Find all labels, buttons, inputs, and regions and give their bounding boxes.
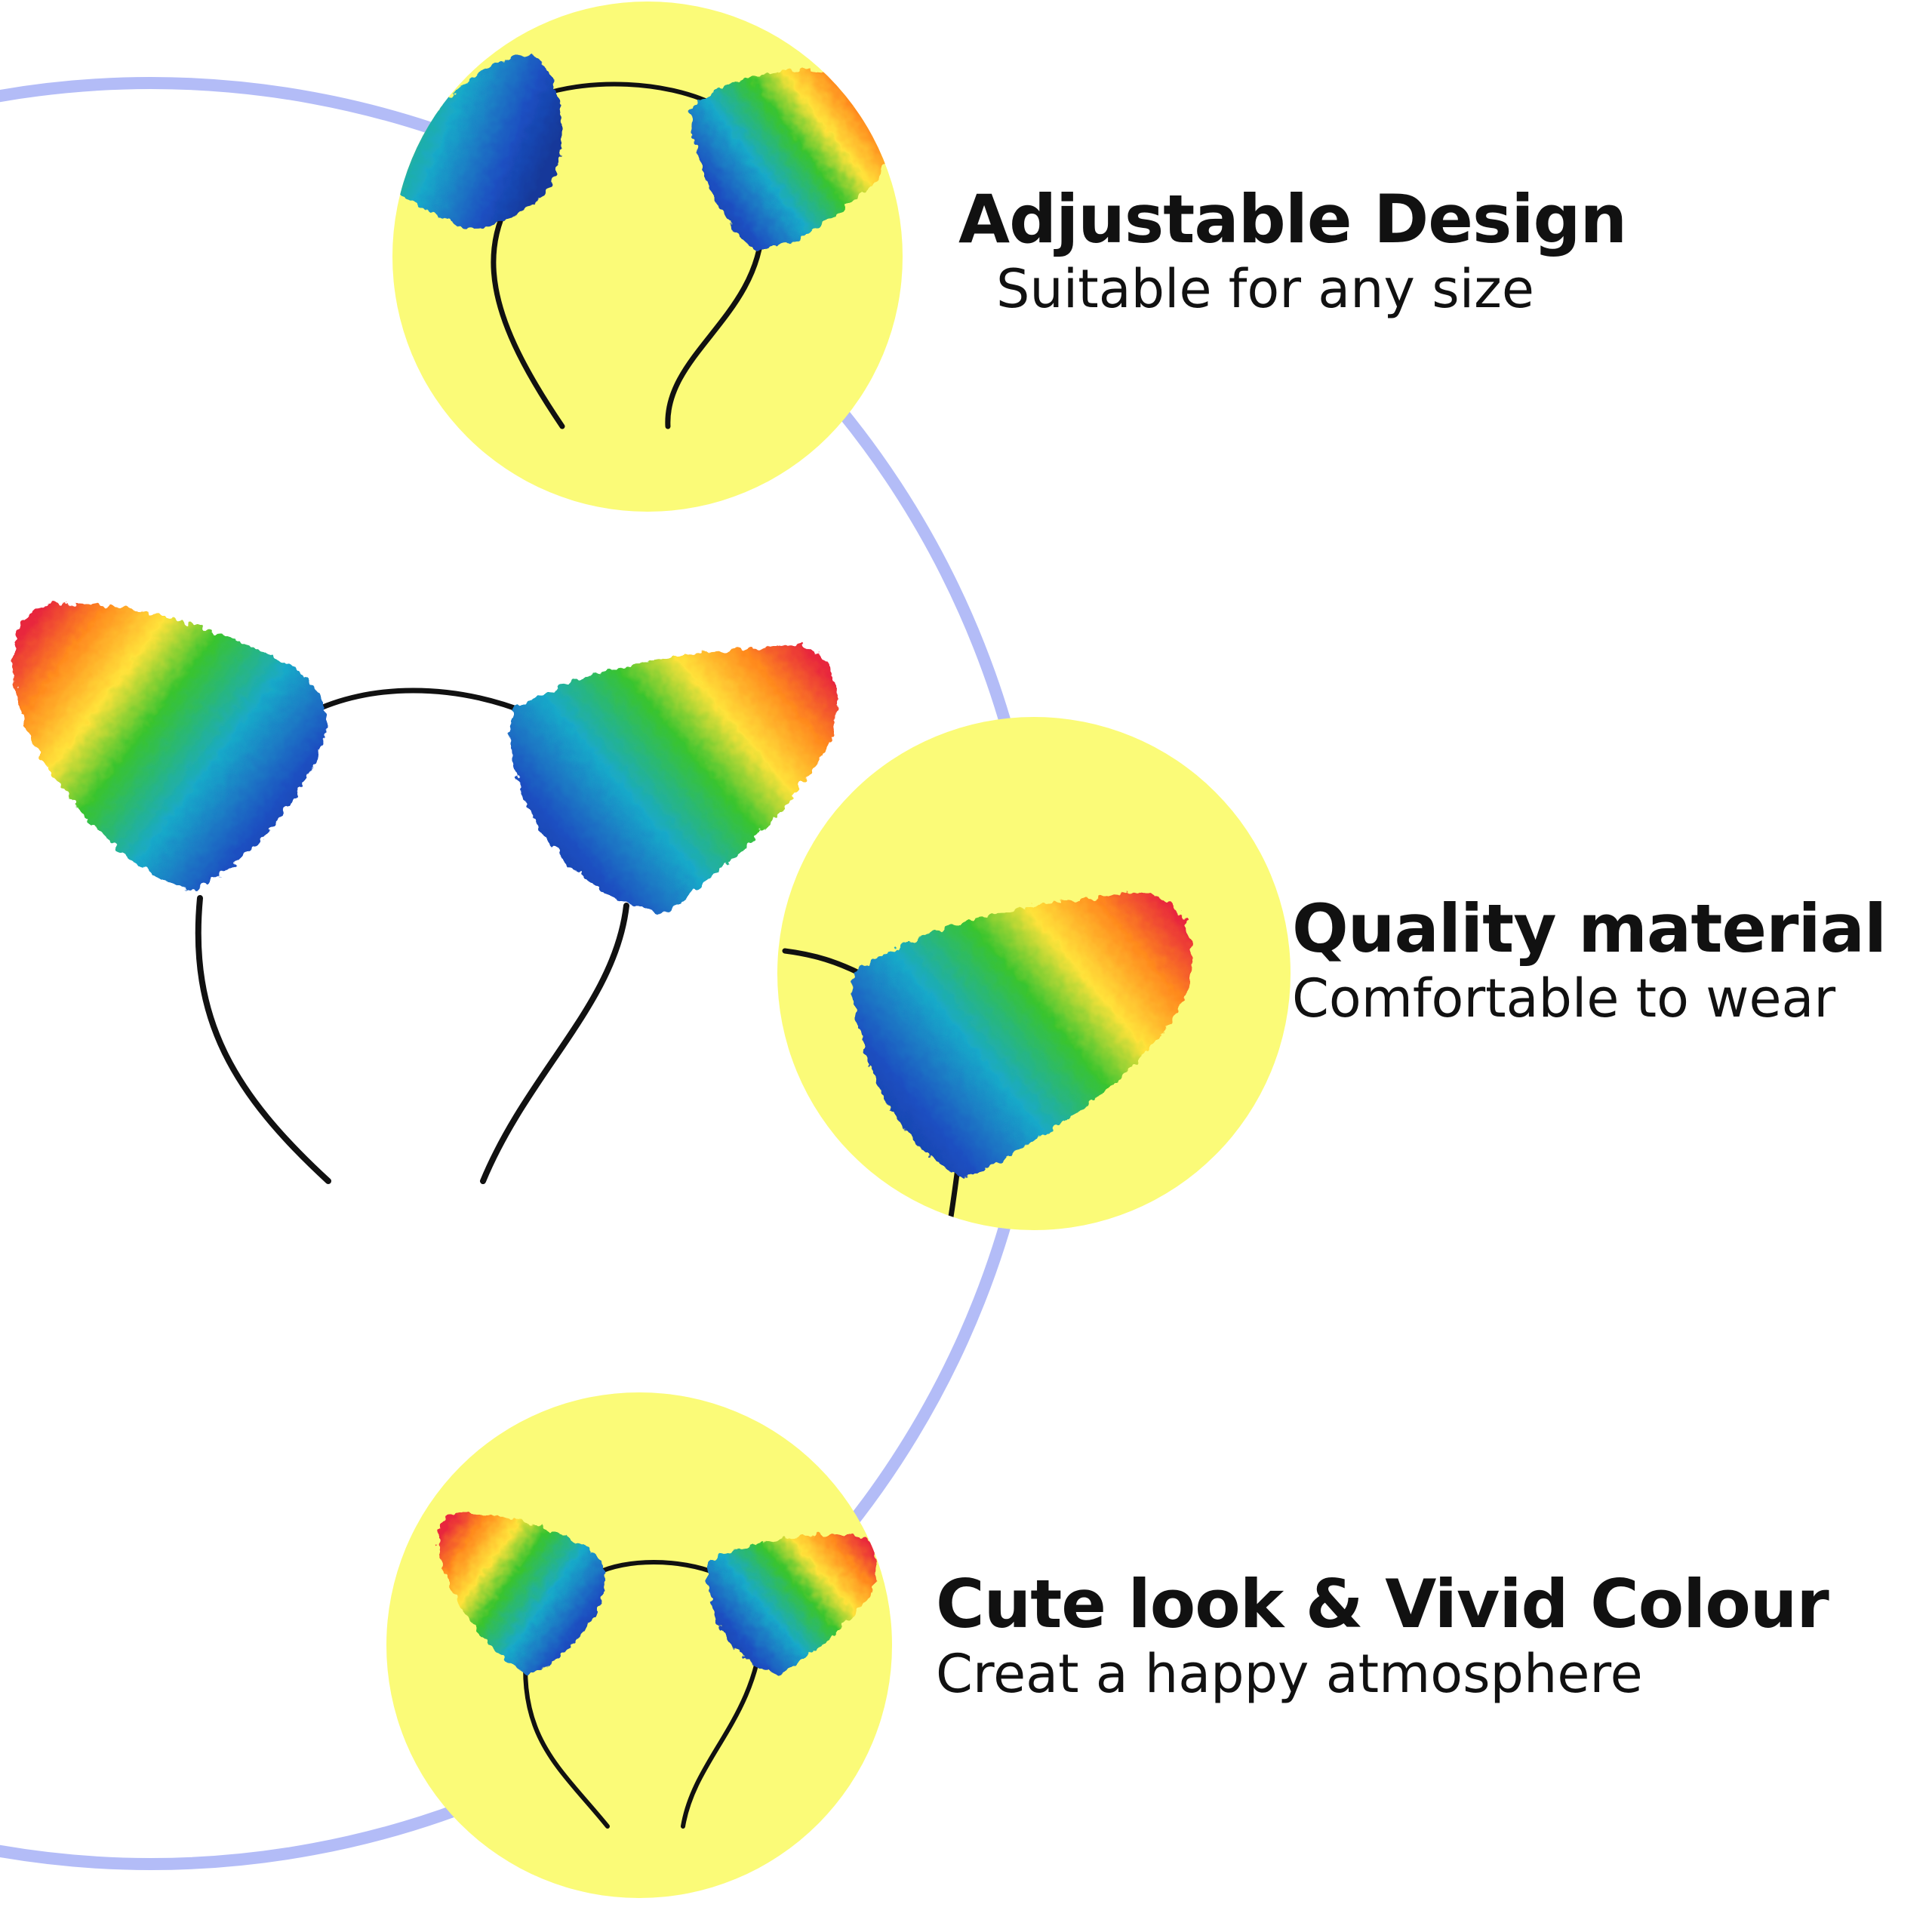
large-headband-icon — [13, 603, 838, 1184]
feature-title: Quality material — [1292, 890, 1887, 968]
feature-quality-material: Quality material Comfortable to wear — [1292, 890, 1887, 1030]
feature-adjustable-design: Adjustable Design Suitable for any size — [958, 180, 1627, 321]
feature-cute-look: Cute look & Vivid Colour Creat a happy a… — [936, 1566, 1829, 1706]
feature-title: Adjustable Design — [958, 180, 1627, 258]
feature-subtitle: Creat a happy atmosphere — [936, 1643, 1643, 1706]
feature-subtitle: Comfortable to wear — [1292, 968, 1836, 1030]
top-headband-icon — [392, 53, 884, 429]
feature-subtitle: Suitable for any size — [996, 258, 1534, 321]
bottom-headband-icon — [438, 1513, 878, 1829]
bottom-highlight-circle — [386, 1392, 892, 1898]
feature-title: Cute look & Vivid Colour — [936, 1565, 1829, 1643]
